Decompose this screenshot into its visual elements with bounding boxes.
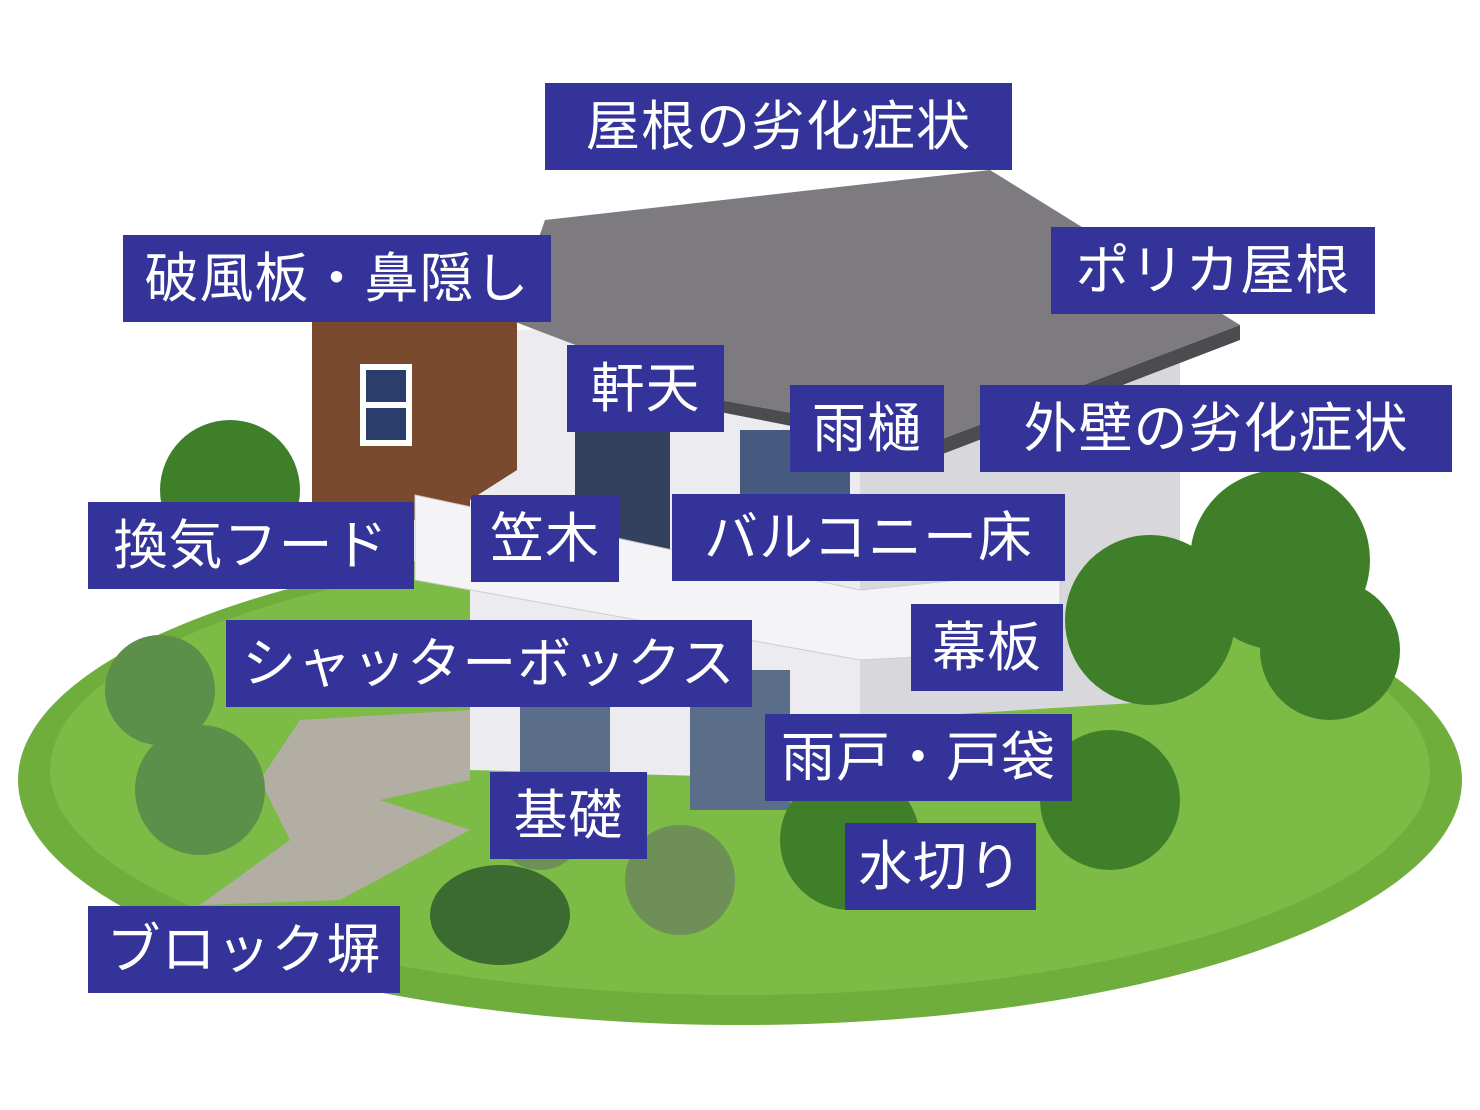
label-band-board: 幕板 [911, 604, 1063, 691]
label-roof-deterioration: 屋根の劣化症状 [545, 83, 1012, 170]
label-soffit: 軒天 [567, 345, 724, 432]
label-exterior-wall-deterioration: 外壁の劣化症状 [980, 385, 1452, 472]
stone-path [200, 710, 470, 905]
label-block-wall: ブロック塀 [88, 906, 400, 993]
label-storm-shutter-case: 雨戸・戸袋 [765, 714, 1072, 801]
wood-wall [312, 320, 517, 520]
label-foundation: 基礎 [490, 772, 647, 859]
label-vent-hood: 換気フード [88, 502, 414, 589]
label-balcony-floor: バルコニー床 [672, 494, 1065, 581]
label-fascia-barge: 破風板・鼻隠し [123, 235, 551, 322]
label-drip-edge: 水切り [845, 823, 1036, 910]
label-gutter: 雨樋 [790, 385, 944, 472]
trees-right [780, 470, 1400, 910]
label-shutter-box: シャッターボックス [226, 620, 752, 707]
label-coping: 笠木 [471, 495, 619, 582]
label-polycarbonate-roof: ポリカ屋根 [1051, 227, 1375, 314]
